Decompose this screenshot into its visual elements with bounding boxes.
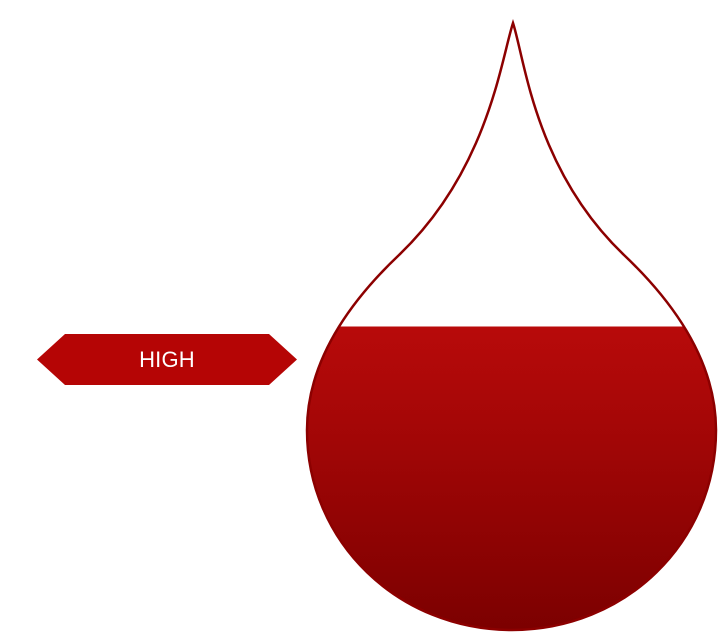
level-indicator-badge: HIGH xyxy=(37,334,297,385)
badge-shape xyxy=(37,334,297,385)
drop-fill-level xyxy=(307,326,716,630)
drop-outline xyxy=(305,18,718,632)
badge-hexagon xyxy=(37,334,297,385)
level-label: HIGH xyxy=(139,347,195,372)
